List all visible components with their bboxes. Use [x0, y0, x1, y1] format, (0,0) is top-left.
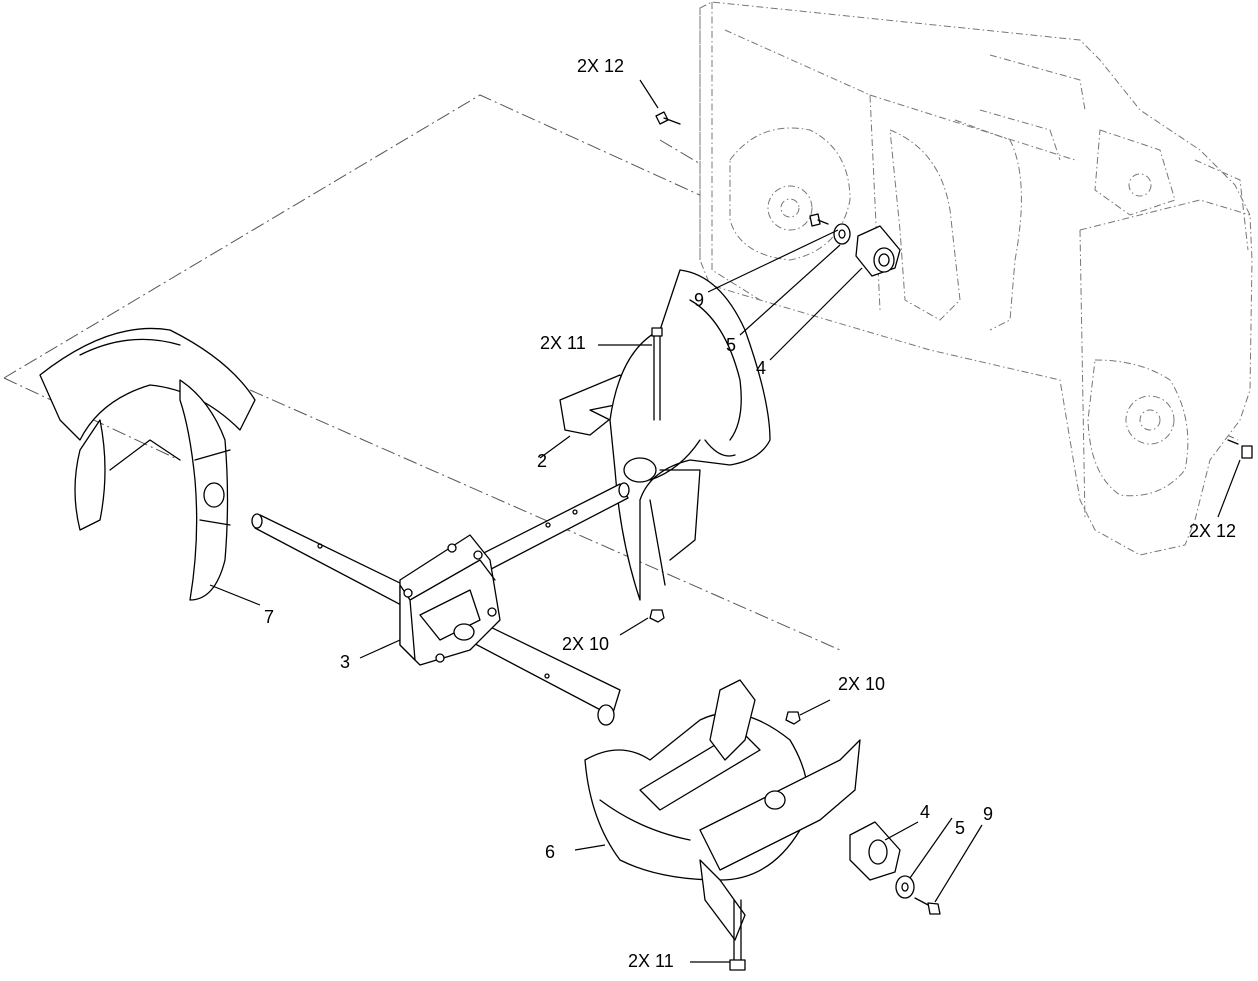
impeller — [559, 269, 771, 601]
bolt-11-lower — [729, 899, 746, 971]
nut-10-middle — [649, 609, 665, 623]
gearbox — [399, 534, 501, 666]
auger-housing — [699, 1, 1253, 556]
callout-bearing-4-lower: 4 — [920, 802, 931, 822]
callout-bolt-11-upper: 2X 11 — [540, 333, 586, 353]
bolt-9-lower — [914, 897, 941, 915]
washer-5-lower — [895, 875, 915, 899]
callout-bolt-12-upper: 2X 12 — [577, 56, 625, 76]
auger-flight-right — [584, 679, 861, 941]
washer-5-upper — [833, 223, 851, 245]
nut-10-right — [785, 711, 801, 725]
leader-lines — [209, 79, 1241, 963]
callout-auger-6: 6 — [545, 842, 556, 862]
bolt-12-right — [1227, 439, 1253, 459]
callout-bolt-11-lower: 2X 11 — [628, 951, 674, 971]
callout-impeller-2: 2 — [537, 451, 548, 471]
bolt-9-upper — [809, 213, 829, 227]
bearing-4-lower — [849, 821, 901, 881]
callout-washer-5-lower: 5 — [955, 818, 966, 838]
callout-bearing-4-upper: 4 — [756, 358, 767, 378]
callout-nut-10-middle: 2X 10 — [562, 634, 610, 654]
auger-flight-left — [39, 327, 256, 601]
bolt-12-upper — [655, 111, 681, 125]
bolt-11-upper — [651, 327, 663, 421]
callout-bolt-12-right: 2X 12 — [1189, 521, 1237, 541]
callout-auger-7: 7 — [264, 607, 275, 627]
callout-washer-5-upper: 5 — [726, 335, 737, 355]
callout-bolt-9-lower: 9 — [983, 804, 994, 824]
bearing-4-upper — [855, 225, 901, 277]
callout-bolt-9-upper: 9 — [694, 290, 705, 310]
callout-nut-10-right: 2X 10 — [838, 674, 886, 694]
callout-gearbox-3: 3 — [340, 652, 351, 672]
